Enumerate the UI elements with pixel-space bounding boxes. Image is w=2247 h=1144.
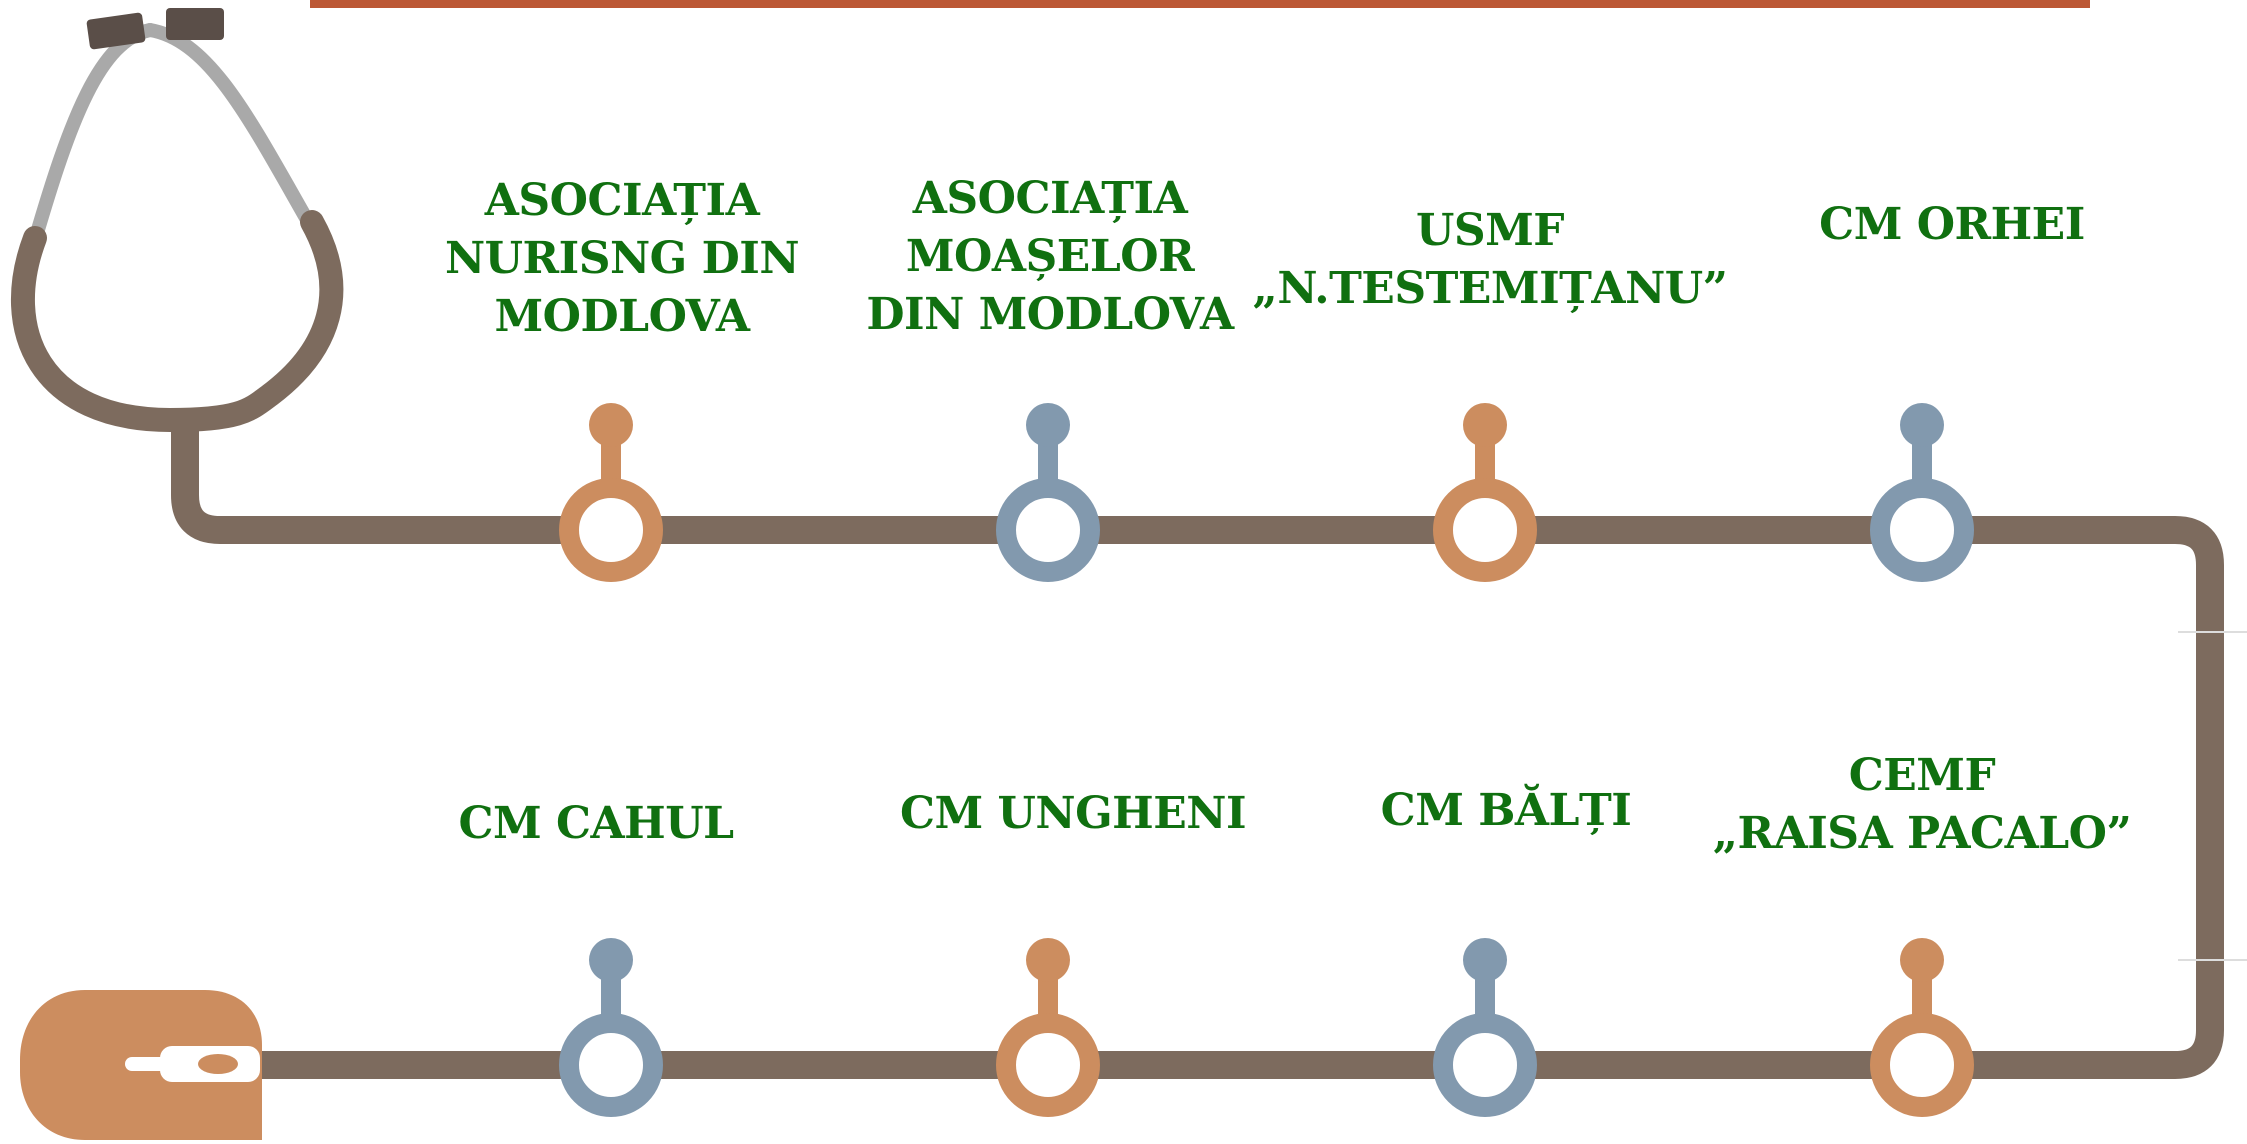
earpiece-icon [166,8,224,40]
node-label-line: ASOCIAȚIA [912,173,1188,224]
node-label: CM BĂLȚI [1256,782,1756,840]
stethoscope-loop [11,210,344,433]
pin-head [589,938,633,982]
pin-icon [1433,403,1537,582]
node-label-line: DIN MODLOVA [866,289,1234,340]
node-ring [1870,478,1974,582]
node-label-line: CM BĂLȚI [1380,785,1632,836]
node-label: CM ORHEI [1702,196,2202,254]
pin-head [1900,938,1944,982]
node-ring [996,478,1100,582]
pin-icon [559,938,663,1117]
timeline-nodes [559,403,1974,1117]
node-label: ASOCIAȚIA NURISNG DIN MODLOVA [372,172,872,346]
node-label: ASOCIAȚIA MOAȘELOR DIN MODLOVA [800,170,1300,344]
node-label-line: MODLOVA [494,291,750,342]
pin-icon [996,938,1100,1117]
node-ring [996,1013,1100,1117]
node-ring [1433,1013,1537,1117]
node-label: CEMF „RAISA PACALO” [1672,747,2172,863]
stethoscope-tube [171,420,2224,1079]
node-label-line: USMF [1415,205,1565,256]
pin-icon [996,403,1100,582]
node-label: USMF „N.TESTEMIȚANU” [1240,202,1740,318]
pin-head [1463,403,1507,447]
node-ring [1433,478,1537,582]
stethoscope-ear-tube-right [143,23,317,232]
node-label: CM UNGHENI [823,785,1323,843]
node-label-line: NURISNG DIN [444,233,800,284]
pin-head [1026,938,1070,982]
earpiece-icon [86,12,146,50]
node-ring [1870,1013,1974,1117]
node-label-line: MOAȘELOR [905,231,1195,282]
pin-icon [1870,403,1974,582]
node-label-line: ASOCIAȚIA [484,175,760,226]
title-band [310,0,2090,8]
pin-head [1026,403,1070,447]
chestpiece-icon [20,990,262,1140]
node-ring [559,478,663,582]
node-ring [559,1013,663,1117]
pin-head [1463,938,1507,982]
pin-icon [1433,938,1537,1117]
node-label: CM CAHUL [346,795,846,853]
node-label-line: CM UNGHENI [899,788,1247,839]
node-label-line: „N.TESTEMIȚANU” [1252,263,1728,314]
node-label-line: CM CAHUL [458,798,734,849]
node-label-line: „RAISA PACALO” [1712,808,2132,859]
pin-head [589,403,633,447]
node-label-line: CM ORHEI [1819,199,2085,250]
pin-icon [1870,938,1974,1117]
stethoscope-ear-tube-left [28,23,157,247]
node-label-line: CEMF [1848,750,1996,801]
pin-icon [559,403,663,582]
pin-head [1900,403,1944,447]
